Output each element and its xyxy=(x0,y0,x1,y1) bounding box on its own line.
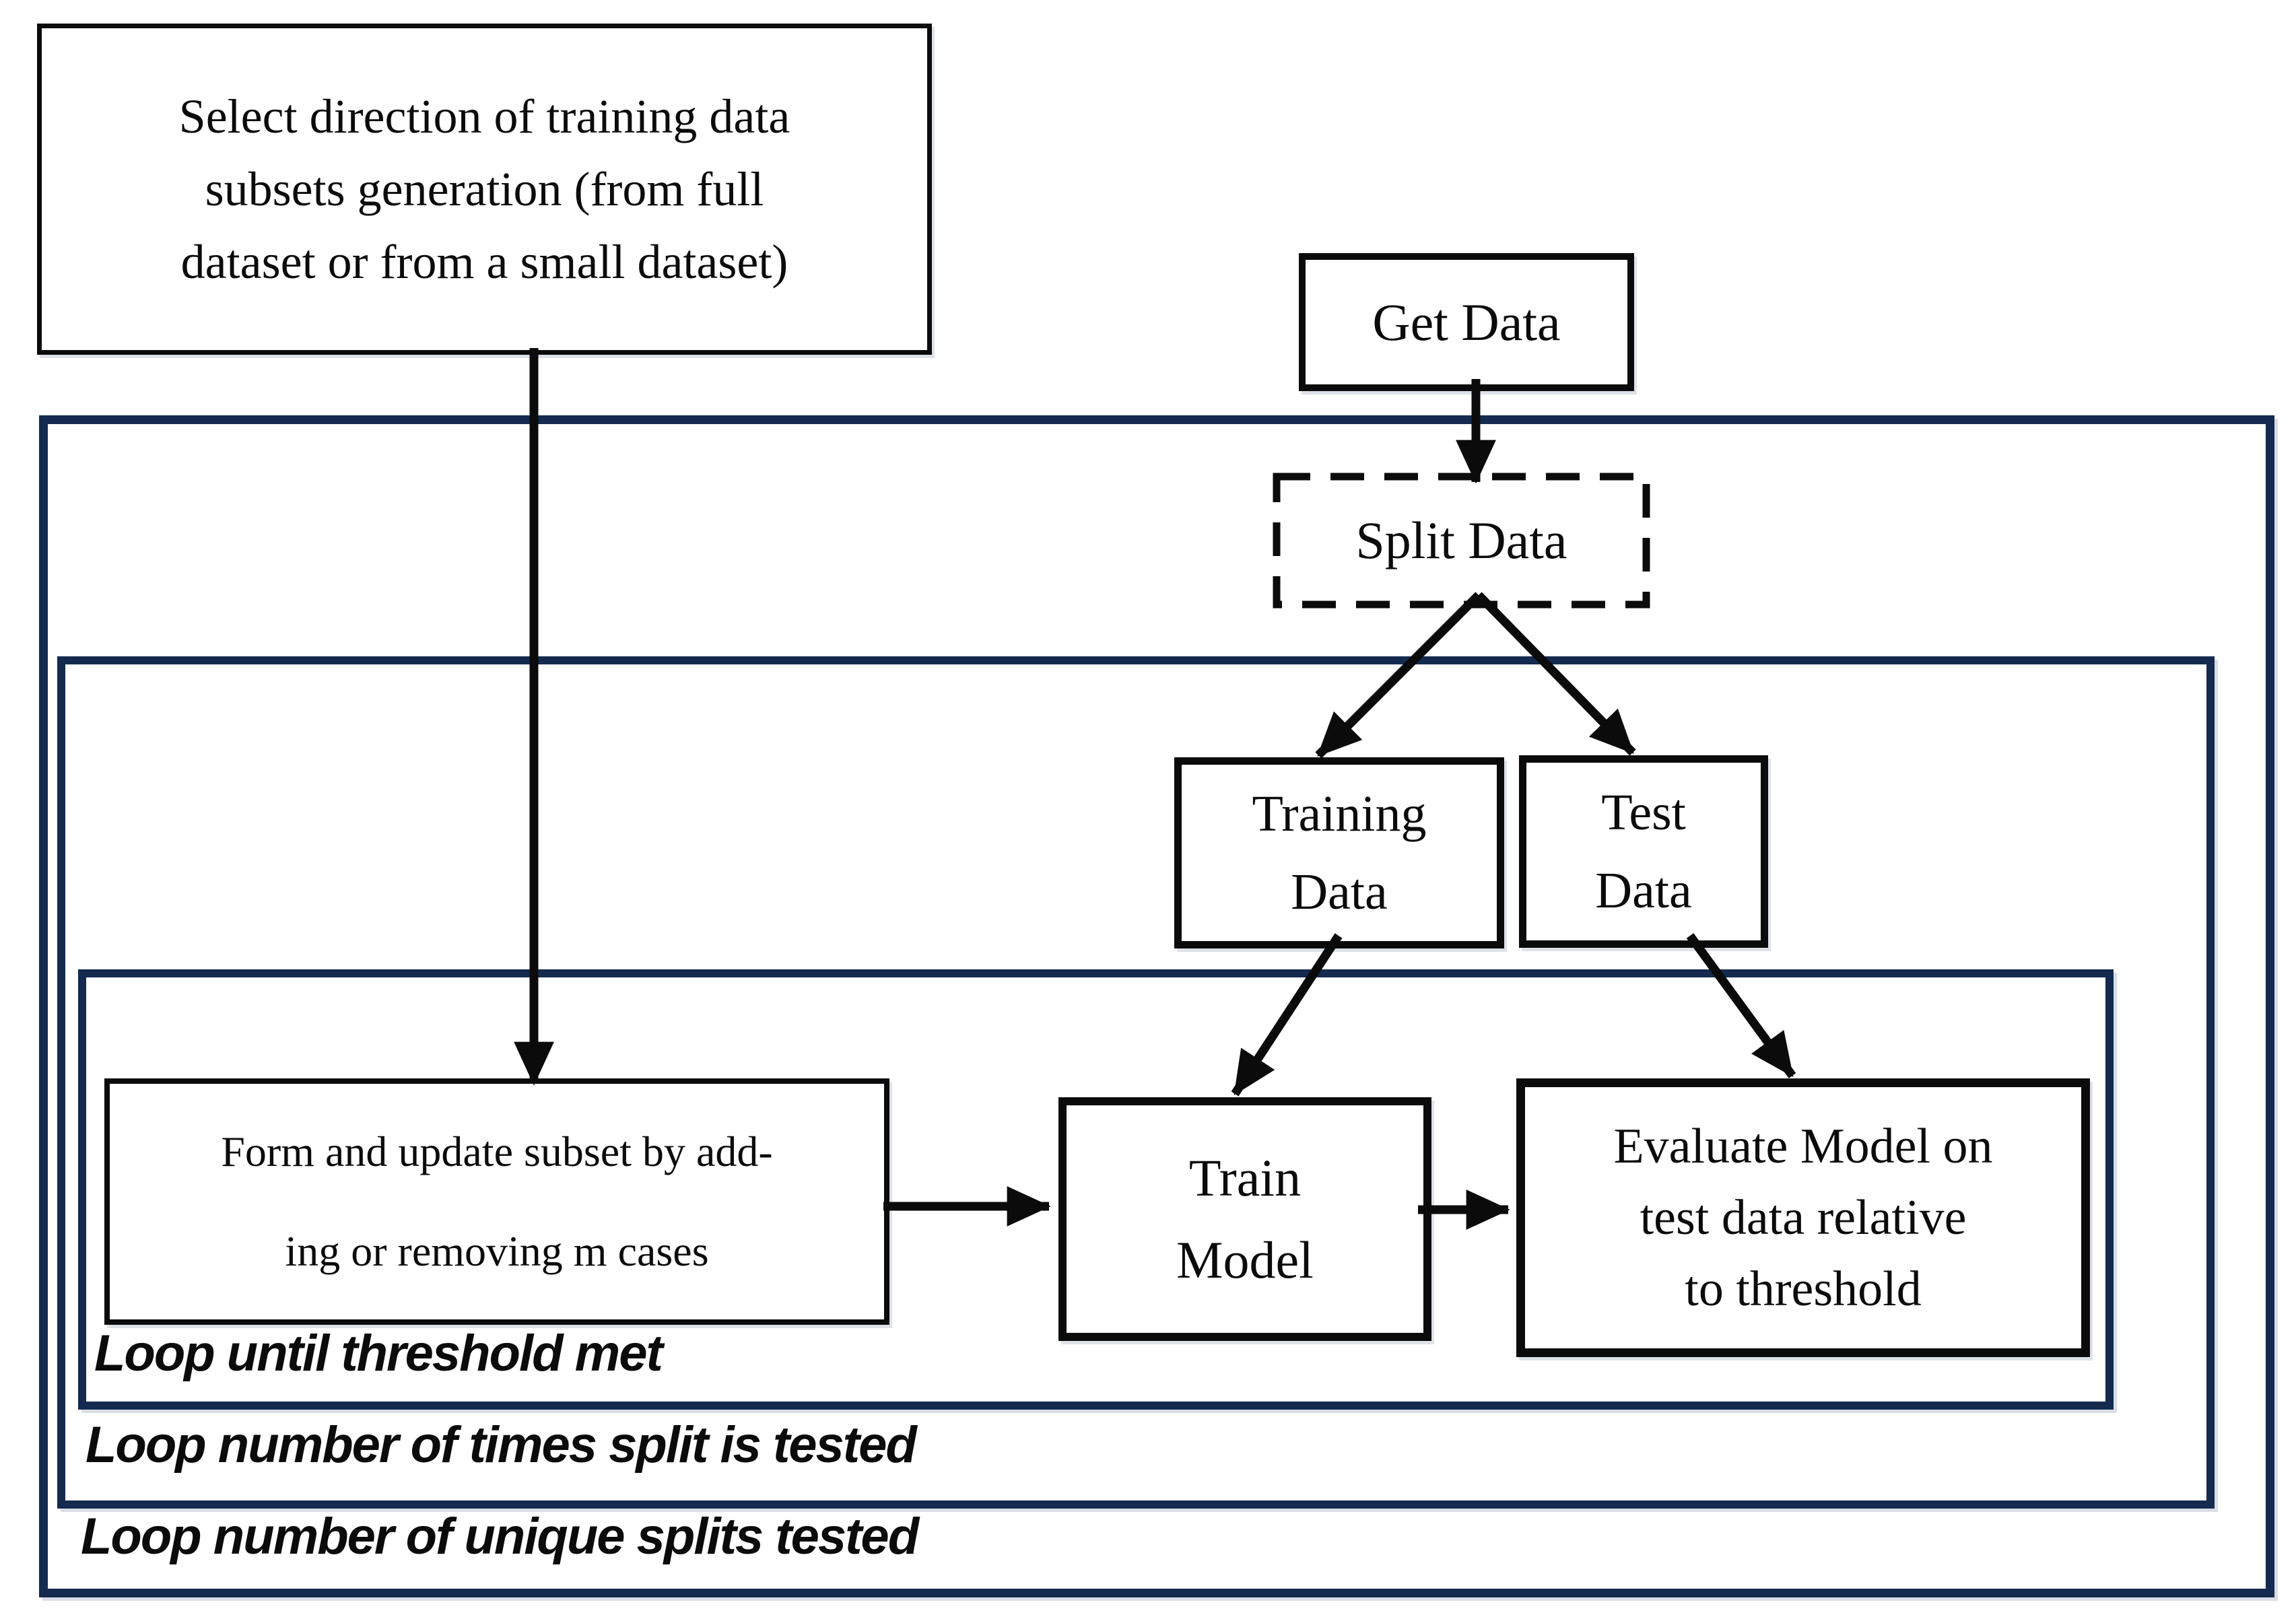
node-test-data-line1: Test xyxy=(1601,784,1686,841)
node-split-data-label: Split Data xyxy=(1355,511,1567,569)
node-evaluate-model: Evaluate Model on test data relative to … xyxy=(1516,1078,2090,1357)
node-get-data-label: Get Data xyxy=(1372,292,1561,351)
node-get-data: Get Data xyxy=(1299,253,1634,391)
node-test-data-line2: Data xyxy=(1595,862,1692,919)
node-form-update-subset: Form and update subset by add- ing or re… xyxy=(104,1078,889,1325)
node-train-model-line2: Model xyxy=(1176,1231,1314,1289)
node-split-data: Split Data xyxy=(1277,477,1646,605)
node-evaluate-model-line1: Evaluate Model on xyxy=(1613,1119,1993,1174)
node-form-update-subset-line1: Form and update subset by add- xyxy=(221,1128,773,1175)
node-evaluate-model-line2: test data relative xyxy=(1640,1190,1967,1245)
node-select-direction: Select direction of training data subset… xyxy=(37,24,932,355)
node-train-model-line1: Train xyxy=(1188,1148,1302,1207)
node-evaluate-model-line3: to threshold xyxy=(1685,1262,1922,1317)
loop-label-unique-splits: Loop number of unique splits tested xyxy=(81,1508,919,1565)
loop-label-times-split: Loop number of times split is tested xyxy=(86,1416,917,1474)
node-select-direction-line2: subsets generation (from full xyxy=(205,162,764,216)
node-form-update-subset-line2: ing or removing m cases xyxy=(285,1227,709,1275)
node-training-data-line1: Training xyxy=(1252,786,1427,842)
node-training-data: Training Data xyxy=(1174,757,1504,948)
node-training-data-line2: Data xyxy=(1291,864,1388,920)
loop-middle-times-split-box xyxy=(57,656,2215,1509)
loop-outer-unique-splits-box xyxy=(39,415,2274,1597)
node-select-direction-line1: Select direction of training data xyxy=(178,90,790,143)
loop-inner-threshold-box xyxy=(78,969,2114,1410)
node-select-direction-line3: dataset or from a small dataset) xyxy=(180,235,788,289)
node-test-data: Test Data xyxy=(1519,755,1768,948)
loop-label-until-threshold: Loop until threshold met xyxy=(94,1325,663,1382)
node-train-model: Train Model xyxy=(1058,1097,1431,1341)
